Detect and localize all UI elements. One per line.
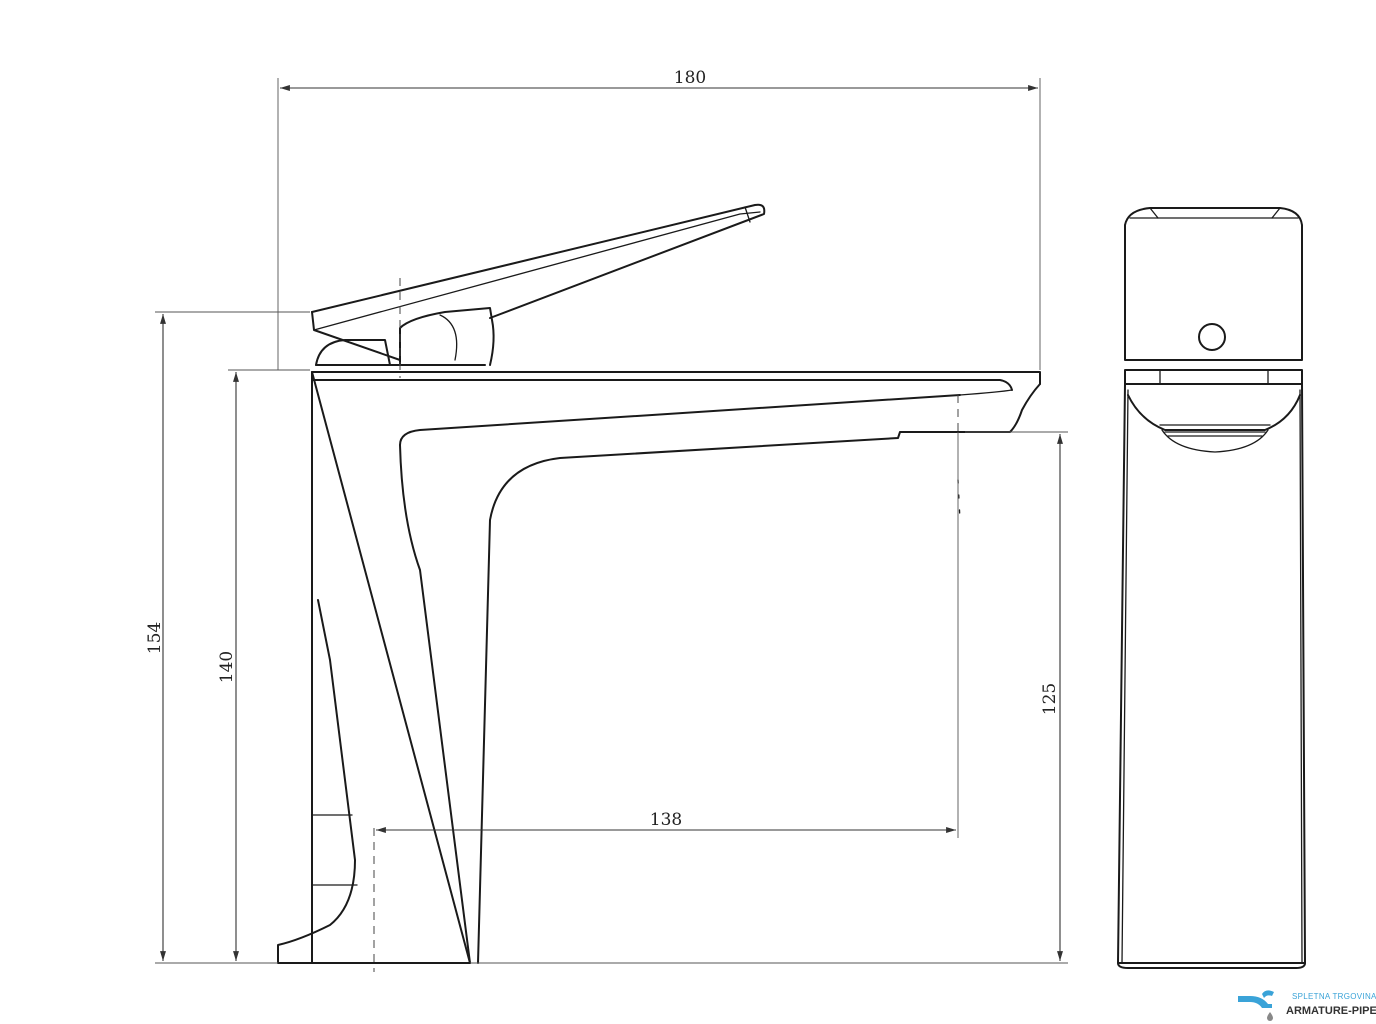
faucet-end-view: [1117, 207, 1306, 969]
overall-width-label: 180: [674, 68, 706, 88]
dimension-overall-width: 180: [277, 68, 1041, 370]
dimension-spout-reach: 138: [373, 432, 959, 972]
logo-tagline: SPLETNA TRGOVINA: [1292, 992, 1376, 1001]
faucet-drop-icon: [1238, 990, 1274, 1021]
faucet-side-view: [277, 203, 1041, 964]
spout-reach-label: 138: [650, 810, 682, 830]
dimension-height-to-lever: 154: [145, 311, 310, 964]
height-to-lever-label: 154: [145, 622, 165, 654]
height-to-top-label: 140: [217, 651, 237, 683]
spout-height-label: 125: [1040, 683, 1060, 715]
set-screw-icon: [1198, 323, 1226, 351]
armature-pipe-logo: SPLETNA TRGOVINA ARMATURE-PIPE.SI: [1238, 990, 1376, 1021]
dimension-spout-height: 125: [470, 431, 1068, 964]
logo-site: ARMATURE-PIPE.SI: [1286, 1005, 1376, 1017]
dimension-height-to-top: 140: [217, 369, 310, 961]
